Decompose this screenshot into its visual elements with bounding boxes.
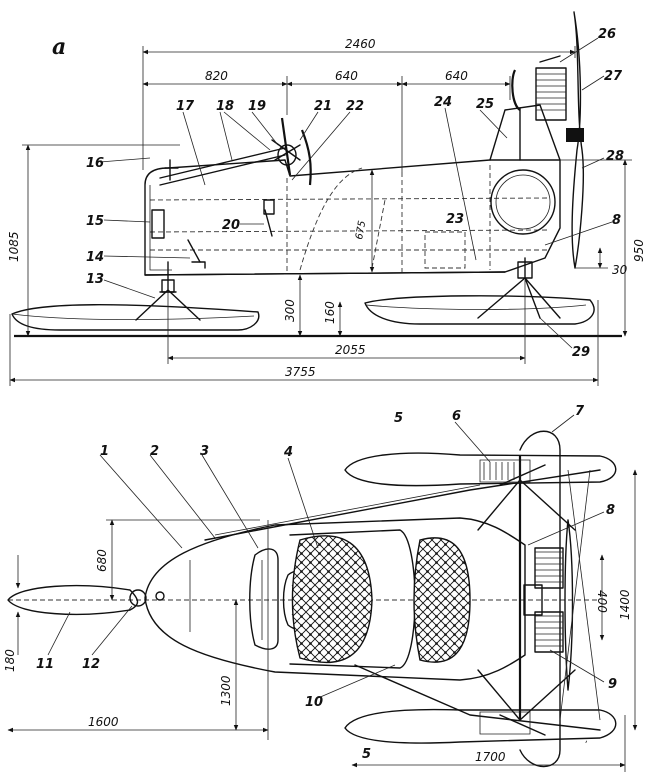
callout-19: 19 [248,99,266,114]
callout-5-lower: 5 [362,747,371,762]
callout-20: 20 [222,218,240,233]
rear-ski [364,295,595,325]
callout-26: 26 [598,27,616,42]
callout-27: 27 [604,69,623,84]
dim-track: 1300 [219,675,233,706]
callout-2: 2 [150,444,159,459]
callout-23: 23 [446,212,464,227]
callout-25: 25 [476,97,494,112]
callout-24: 24 [434,95,452,110]
callout-18: 18 [216,99,234,114]
dim-prop-width: 1400 [618,589,632,620]
callout-1: 1 [100,444,109,459]
outrigger-lower [354,664,601,731]
dim-engine-w: 400 [595,590,609,613]
propeller-top [564,519,574,691]
callout-17: 17 [176,99,195,114]
view-label: а [52,34,66,60]
dim-height-right: 950 [632,239,646,262]
front-ski [11,304,260,331]
callout-5-upper: 5 [394,411,403,426]
top-view: 680 180 1600 1300 1700 1400 400 1 2 3 [3,404,638,772]
dim-rear-len: 1700 [475,750,506,764]
rear-strut [477,257,561,319]
fuel-tank [490,169,556,235]
callout-6: 6 [452,409,461,424]
rear-ski-right-top [344,708,617,744]
dim-body-height: 675 [354,220,368,241]
callout-7: 7 [575,404,585,419]
dim-width-front: 680 [95,549,109,572]
hull-top [144,517,526,681]
dim-seg-a: 820 [205,69,228,83]
callout-9: 9 [608,677,617,692]
side-callouts: 16 17 18 19 21 22 15 20 14 13 24 25 2 [86,27,624,360]
dim-ski-width: 180 [3,649,17,672]
engine [511,55,567,121]
callout-12: 12 [82,657,100,672]
callout-11: 11 [36,657,54,672]
dim-height-total: 1085 [7,231,21,262]
callout-15: 15 [86,214,104,229]
dim-ski-h2: 160 [323,301,337,324]
signature: ʹ [584,741,588,751]
dim-seg-c: 640 [445,69,468,83]
outrigger-upper [204,469,601,541]
dim-nose-len: 1600 [88,715,119,729]
dim-ski-gap: 30 [612,263,628,277]
front-strut [135,261,201,321]
engine-mount [489,104,561,161]
dim-overall-length: 3755 [285,365,316,379]
dim-seg-b: 640 [335,69,358,83]
steering-column [159,147,286,179]
engine-top [523,547,564,653]
callout-28: 28 [606,149,624,164]
dim-total-length-top: 2460 [345,37,376,51]
callout-22: 22 [346,99,364,114]
dim-wheelbase: 2055 [335,343,366,357]
front-seat [291,535,373,664]
callout-16: 16 [86,156,104,171]
callout-29: 29 [572,345,590,360]
callout-4: 4 [283,445,293,460]
rear-ski-left-top [344,452,617,487]
callout-13: 13 [86,272,104,287]
front-ski-top [7,585,139,615]
callout-8-top: 8 [606,503,615,518]
top-callouts: 1 2 3 4 5 6 7 8 9 10 11 12 5 [36,404,617,762]
windshield [249,548,279,650]
callout-14: 14 [86,250,104,265]
hull [144,159,561,276]
side-view: а [7,11,646,386]
callout-10: 10 [305,695,323,710]
callout-8-side: 8 [612,213,621,228]
dim-ski-h1: 300 [283,299,297,322]
rear-seat [413,537,471,663]
callout-21: 21 [314,99,332,114]
callout-3: 3 [200,444,209,459]
